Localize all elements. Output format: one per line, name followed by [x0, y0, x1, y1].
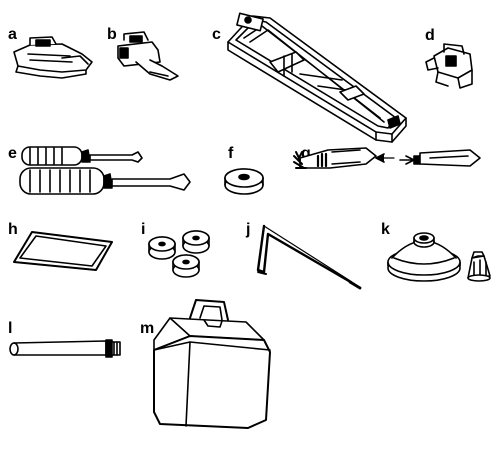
- carrying-case-icon: [153, 299, 271, 429]
- label-a: a: [8, 26, 17, 43]
- label-i: i: [141, 221, 146, 238]
- label-b: b: [107, 26, 117, 43]
- booklet-icon: [13, 231, 113, 271]
- label-f: f: [228, 145, 234, 162]
- spool-felt-icon: [224, 168, 264, 195]
- screwdriver-icon: [19, 146, 191, 195]
- brush-seam-ripper-icon: [293, 147, 481, 169]
- spool-pin-icon: [9, 339, 121, 358]
- spool-holder-icon: [387, 232, 461, 282]
- label-e: e: [8, 145, 17, 162]
- label-c: c: [212, 26, 221, 43]
- zipper-foot-icon: [117, 31, 179, 81]
- label-l: l: [8, 320, 13, 337]
- spool-cap-icon: [467, 251, 491, 282]
- label-h: h: [8, 221, 18, 238]
- quilting-guide-icon: [256, 224, 362, 290]
- label-j: j: [246, 221, 251, 238]
- label-g: g: [301, 145, 311, 162]
- button-foot-icon: [425, 43, 473, 89]
- label-d: d: [425, 27, 435, 44]
- label-m: m: [140, 320, 155, 337]
- label-k: k: [381, 221, 390, 238]
- bobbins-icon: [148, 230, 210, 278]
- buttonhole-foot-icon: [227, 12, 407, 143]
- zigzag-foot-icon: [13, 36, 93, 79]
